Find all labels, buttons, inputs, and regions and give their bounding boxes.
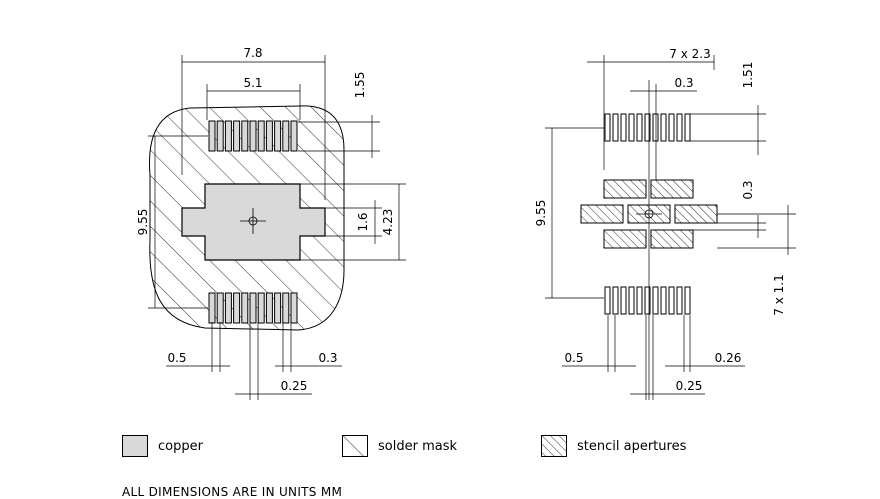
pad — [216, 292, 224, 324]
copper-swatch — [122, 435, 148, 457]
pad — [676, 113, 683, 142]
stencil-dim-pad-length: 1.51 — [741, 62, 755, 89]
pad — [224, 292, 232, 324]
stencil-dim-lines — [545, 55, 796, 400]
stencil-dim-aperture-gap: 0.3 — [741, 180, 755, 199]
top-pad-row — [208, 120, 298, 152]
land-pattern-view: 7.8 5.1 1.55 9.55 1.6 4.23 0.5 0.3 0.25 — [136, 46, 406, 400]
pad — [604, 286, 611, 315]
stencil-swatch — [541, 435, 567, 457]
pad — [676, 286, 683, 315]
stencil-dim-pad-end-gap: 0.26 — [715, 351, 742, 365]
land-pattern-dim-lines — [148, 55, 406, 400]
pad — [660, 286, 667, 315]
pad — [249, 120, 257, 152]
pad — [636, 113, 643, 142]
pad — [208, 120, 216, 152]
pad — [274, 292, 282, 324]
pad — [290, 120, 298, 152]
stencil-dim-aperture-height: 7 x 1.1 — [772, 274, 786, 315]
stencil-dim-row-pitch: 9.55 — [534, 200, 548, 227]
aperture — [603, 229, 647, 249]
pad — [660, 113, 667, 142]
pad — [233, 292, 241, 324]
pad — [668, 113, 675, 142]
pad — [290, 292, 298, 324]
pad — [265, 120, 273, 152]
pad — [620, 286, 627, 315]
pad — [224, 120, 232, 152]
legend-copper: copper — [122, 434, 203, 458]
dim-pad-span: 5.1 — [243, 76, 262, 90]
solder-mask-swatch — [342, 435, 368, 457]
pad — [282, 120, 290, 152]
pad — [684, 113, 691, 142]
pad — [652, 286, 659, 315]
pad — [628, 113, 635, 142]
pad — [612, 286, 619, 315]
pad — [216, 120, 224, 152]
pad — [257, 120, 265, 152]
dim-pad-length: 1.55 — [353, 72, 367, 99]
aperture — [603, 179, 647, 199]
stencil-dim-pad-gap: 0.3 — [674, 76, 693, 90]
legend-stencil-label: stencil apertures — [577, 438, 687, 454]
pad — [241, 120, 249, 152]
aperture — [674, 204, 718, 224]
legend-stencil: stencil apertures — [541, 434, 686, 458]
pad — [241, 292, 249, 324]
dim-pad-width: 0.5 — [167, 351, 186, 365]
pad — [612, 113, 619, 142]
pad — [274, 120, 282, 152]
pad — [604, 113, 611, 142]
aperture — [650, 179, 694, 199]
pad — [208, 292, 216, 324]
dim-thermal-outer-height: 4.23 — [381, 209, 395, 236]
pad — [282, 292, 290, 324]
legend-copper-label: copper — [158, 438, 203, 454]
stencil-dim-pad-width: 0.5 — [564, 351, 583, 365]
pad — [233, 120, 241, 152]
pad — [257, 292, 265, 324]
legend-solder-mask: solder mask — [342, 434, 457, 458]
dim-thermal-height: 1.6 — [356, 212, 370, 231]
dim-pitch: 0.25 — [281, 379, 308, 393]
dim-overall-width: 7.8 — [243, 46, 262, 60]
units-note: ALL DIMENSIONS ARE IN UNITS MM — [122, 485, 343, 499]
stencil-bottom-pad-row — [604, 286, 691, 315]
dim-row-pitch: 9.55 — [136, 209, 150, 236]
pad — [265, 292, 273, 324]
aperture — [580, 204, 624, 224]
aperture — [650, 229, 694, 249]
stencil-view: 7 x 2.3 0.3 1.51 9.55 0.3 7 x 1.1 0.5 0.… — [534, 47, 796, 400]
stencil-top-pad-row — [604, 113, 691, 142]
bottom-pad-row — [208, 292, 298, 324]
pad — [644, 286, 651, 315]
pad — [249, 292, 257, 324]
pad — [628, 286, 635, 315]
legend-solder-mask-label: solder mask — [378, 438, 457, 454]
pad — [636, 286, 643, 315]
stencil-dim-pitch: 0.25 — [676, 379, 703, 393]
pad — [652, 113, 659, 142]
dim-pad-gap: 0.3 — [318, 351, 337, 365]
pad — [684, 286, 691, 315]
pad — [620, 113, 627, 142]
center-mark — [240, 208, 266, 234]
pad — [644, 113, 651, 142]
stencil-dim-span: 7 x 2.3 — [669, 47, 710, 61]
stencil-thermal-apertures — [580, 179, 718, 249]
pad — [668, 286, 675, 315]
